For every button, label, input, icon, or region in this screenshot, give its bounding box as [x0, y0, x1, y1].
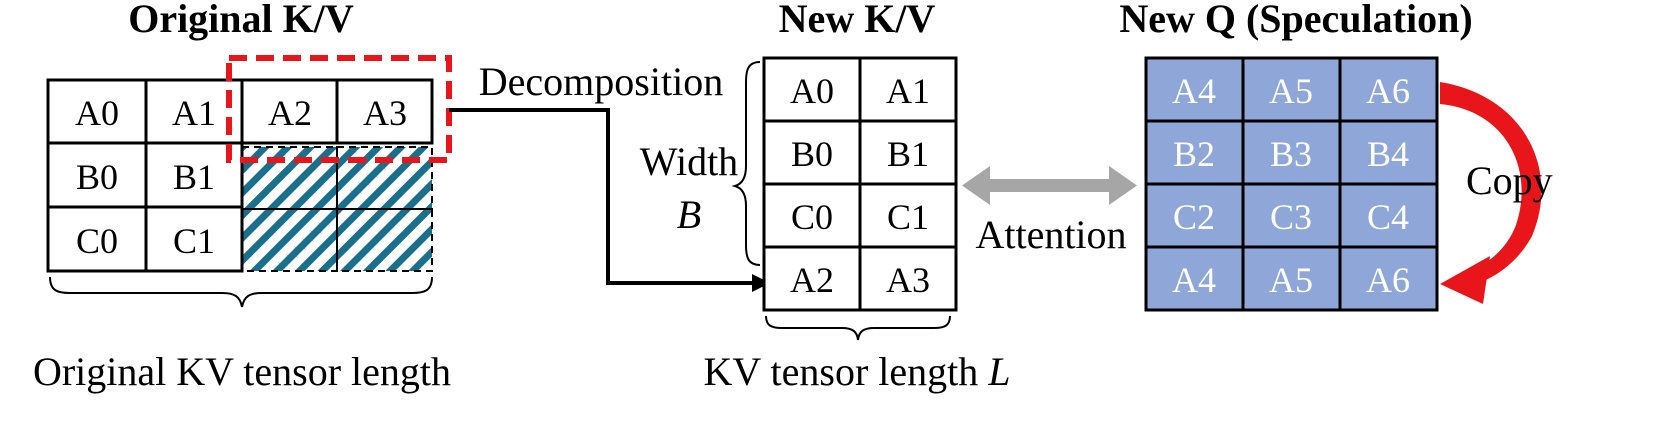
new-q-title: New Q (Speculation) — [1119, 0, 1472, 41]
copy-arrow — [1440, 82, 1542, 304]
grid-cell — [762, 182, 862, 249]
grid-cell — [858, 119, 958, 186]
cell-label: B1 — [887, 134, 929, 174]
kv-length-label: KV tensor length L — [703, 349, 1010, 394]
cell-label: A2 — [268, 93, 312, 133]
original-kv-title: Original K/V — [128, 0, 354, 41]
original-kv-grid: A0 A1 A2 A3 B0 B1 C0 C1 — [46, 78, 434, 273]
cell-label: C3 — [1270, 197, 1312, 237]
cell-label: C0 — [791, 197, 833, 237]
cell-label: A6 — [1366, 71, 1410, 111]
copy-label: Copy — [1466, 158, 1553, 203]
cell-label: B2 — [1173, 134, 1215, 174]
decomposition-arrowhead — [752, 274, 770, 292]
cell-label: A1 — [172, 93, 216, 133]
cell-label: B4 — [1367, 134, 1409, 174]
attention-arrow — [962, 166, 1137, 205]
grid-cell — [46, 78, 148, 145]
grid-cell — [144, 205, 244, 273]
grid-cell — [240, 78, 339, 145]
attention-label: Attention — [975, 212, 1126, 257]
grid-cell — [144, 141, 244, 209]
cell-label: A3 — [363, 93, 407, 133]
hatched-cell — [337, 147, 432, 209]
hatched-cell — [242, 147, 337, 209]
cell-label: B1 — [173, 157, 215, 197]
cell-label: B0 — [76, 157, 118, 197]
width-symbol: B — [677, 192, 701, 237]
cell-label: C1 — [173, 221, 215, 261]
cell-label: A4 — [1172, 260, 1216, 300]
width-brace — [731, 61, 761, 266]
cell-label: C1 — [887, 197, 929, 237]
hatched-cell — [337, 209, 432, 271]
cell-label: A6 — [1366, 260, 1410, 300]
original-length-label: Original KV tensor length — [33, 349, 451, 394]
new-kv-title: New K/V — [779, 0, 936, 41]
cell-label: B0 — [791, 134, 833, 174]
grid-cell — [858, 182, 958, 249]
decomposition-label: Decomposition — [479, 59, 723, 104]
cell-label: A1 — [886, 71, 930, 111]
decomposition-arrow — [449, 108, 760, 285]
cell-label: A5 — [1269, 260, 1313, 300]
kv-length-brace — [765, 315, 951, 341]
new-q-grid: A4 A5 A6 B2 B3 B4 C2 C3 C4 A4 A5 A6 — [1144, 56, 1439, 312]
cell-label: C4 — [1367, 197, 1409, 237]
hatched-cell — [242, 209, 337, 271]
cell-label: C2 — [1173, 197, 1215, 237]
cell-label: C0 — [76, 221, 118, 261]
grid-cell — [858, 245, 958, 312]
new-kv-grid: A0 A1 B0 B1 C0 C1 A2 A3 — [762, 56, 958, 312]
cell-label: A0 — [790, 71, 834, 111]
cell-label: A0 — [75, 93, 119, 133]
cell-label: A5 — [1269, 71, 1313, 111]
cell-label: A3 — [886, 260, 930, 300]
grid-cell — [858, 56, 958, 123]
cell-label: A4 — [1172, 71, 1216, 111]
grid-cell — [335, 78, 434, 145]
cell-label: A2 — [790, 260, 834, 300]
cell-label: B3 — [1270, 134, 1312, 174]
width-label: Width — [640, 139, 738, 184]
original-length-brace — [49, 276, 433, 308]
